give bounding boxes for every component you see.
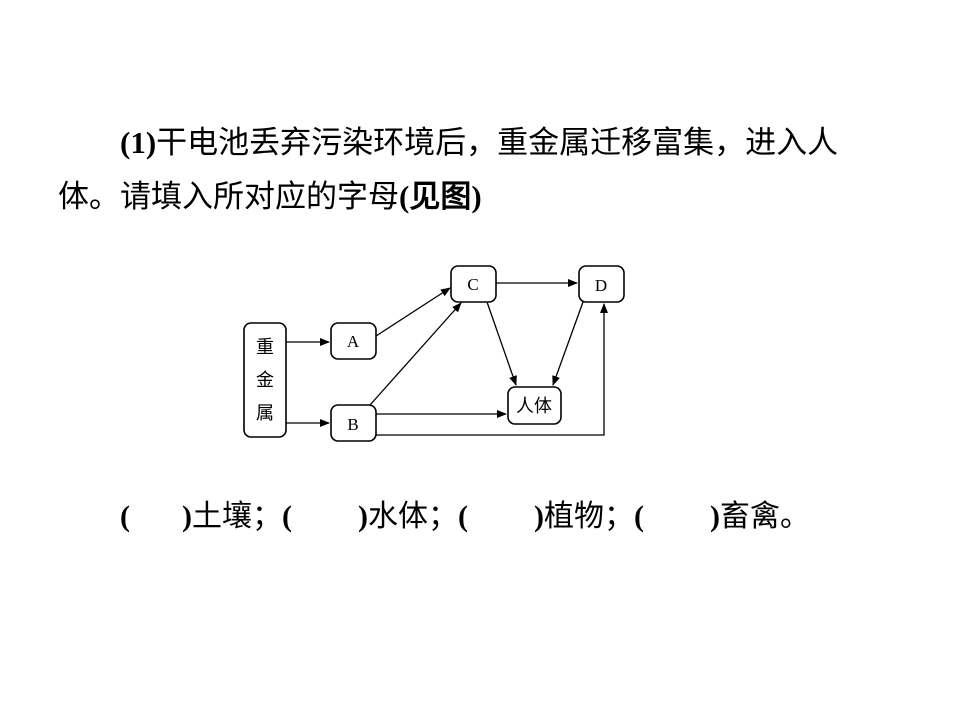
arrow-b-to-d <box>376 303 608 436</box>
answer-item-plant: 植物； <box>544 499 634 534</box>
blank-2-open: ( <box>282 500 292 533</box>
blank-2-close: ) <box>358 500 368 533</box>
node-b-box <box>330 404 377 442</box>
blank-3-open: ( <box>458 500 468 533</box>
node-b-label: B <box>347 415 358 434</box>
arrow-b-to-c <box>369 302 462 406</box>
blank-4-open: ( <box>634 500 644 533</box>
node-c-box <box>450 265 497 303</box>
question-line-2: 体。请填入所对应的字母(见图) <box>58 170 908 224</box>
blank-1-close: ) <box>182 500 192 533</box>
answer-item-soil: 土壤； <box>192 499 282 534</box>
source-char-1: 重 <box>256 337 274 358</box>
node-human-box <box>507 386 562 425</box>
blank-1-open: ( <box>120 500 130 533</box>
node-d-label: D <box>595 276 607 295</box>
question-number: (1) <box>120 125 157 160</box>
answer-line: ()土壤；()水体；()植物；()畜禽。 <box>120 490 810 544</box>
figure-reference: (见图) <box>399 179 482 214</box>
question-text-1: 干电池丢弃污染环境后，重金属迁移富集，进入人 <box>156 125 839 161</box>
answer-item-water: 水体； <box>368 499 458 534</box>
arrow-a-to-c <box>375 287 451 337</box>
arrow-d-to-human <box>552 301 584 386</box>
node-a-label: A <box>347 332 360 351</box>
node-d-box <box>578 265 625 303</box>
blank-3-close: ) <box>534 500 544 533</box>
node-c-label: C <box>467 275 478 294</box>
node-a-box <box>330 322 377 360</box>
question-text-2: 体。请填入所对应的字母 <box>58 179 399 215</box>
source-char-3: 属 <box>256 403 274 424</box>
blank-4-close: ) <box>710 500 720 533</box>
arrow-c-to-human <box>486 301 517 386</box>
question-line-1: (1)干电池丢弃污染环境后，重金属迁移富集，进入人 <box>58 116 908 170</box>
answer-item-livestock: 畜禽。 <box>720 499 810 534</box>
node-human-label: 人体 <box>516 396 552 417</box>
source-box <box>243 322 287 438</box>
source-char-2: 金 <box>256 370 274 391</box>
